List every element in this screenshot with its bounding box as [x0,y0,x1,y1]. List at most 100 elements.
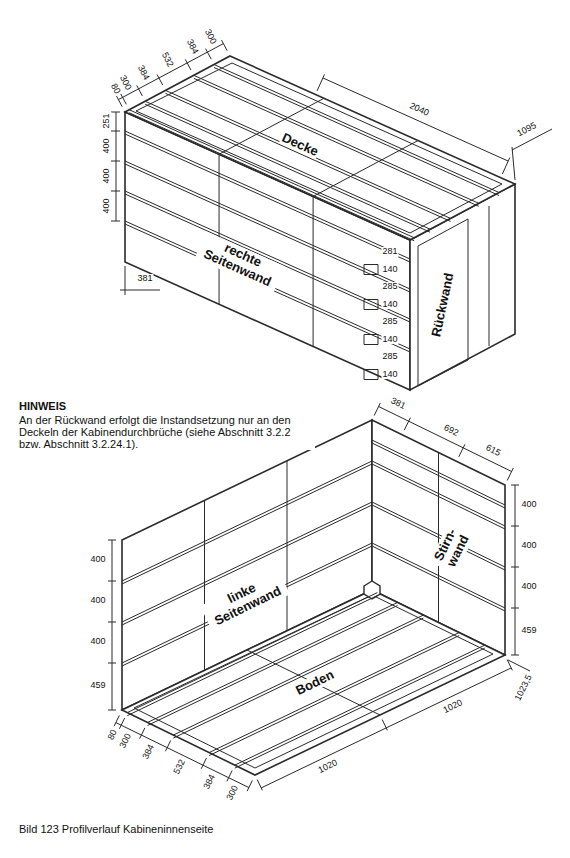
extension-line [459,444,465,457]
floor [122,590,505,775]
ceiling-profile [129,113,414,241]
dimension-line [261,668,511,788]
wall-profile [125,164,410,292]
dimension-line [118,44,223,100]
floor-frame [134,595,493,768]
profile-end-box [364,300,365,310]
extension-line [382,720,387,731]
extension-line [507,660,512,671]
dimension-label: 400 [520,582,537,592]
dimension-line [120,290,160,291]
extension-line [257,780,262,791]
dimension-tick [511,485,519,486]
profile-end-box [364,264,378,265]
dimension-tick [111,221,120,222]
extension-line [117,96,123,107]
dimension-line [116,723,249,788]
wall-profile [125,191,410,319]
dimension-tick [111,131,120,132]
extension-line [374,403,380,416]
extension-line [512,147,515,180]
wall-profile [122,543,372,663]
extension-line [114,715,119,726]
ceiling-crossbar [313,140,418,196]
lower-cabin-view [112,407,530,789]
ceiling-frame [136,63,502,233]
profile-end-box [364,274,378,275]
profile-end-box [378,335,379,345]
extension-line [227,771,232,782]
wall-profile [125,221,410,349]
rear-wall-post [489,206,490,346]
wall-profile [122,461,372,581]
dimension-line [515,485,516,655]
dimension-label: 400 [102,197,112,214]
corner-post [364,581,380,599]
dimension-line [379,407,512,472]
floor-crossbar [247,650,380,715]
dimension-line [508,660,530,671]
wall-post [287,461,288,631]
ceiling-profile [145,101,430,229]
dimension-label: 285 [381,317,398,327]
wall-profile [122,464,372,584]
dimension-tick [108,710,116,711]
part-name: Decke [279,130,322,159]
profile-end-box [364,265,365,275]
dimension-tick [108,540,116,541]
extension-line [206,49,212,60]
dimension-label: 1020 [316,758,340,777]
part-name: rechte Seitenwand [195,231,285,292]
profile-end-box [364,379,378,380]
profile-end-box [364,299,378,300]
dimension-tick [111,161,120,162]
part-name: Stirn-wand [430,522,475,574]
extension-line [185,59,191,70]
figure-caption: Bild 123 Profilverlauf Kabineninnenseite [18,823,214,835]
wall-profile [125,194,410,322]
dimension-line [116,112,117,221]
ceiling-profile [129,110,414,238]
extension-line [317,74,324,90]
dimension-label: 140 [381,370,398,380]
floor-profile [235,648,485,768]
dimension-label: 532 [159,50,176,70]
extension-line [140,728,145,739]
dimension-label: 2040 [407,101,431,119]
dimension-tick [511,608,519,609]
dimension-tick [511,567,519,568]
dimension-label: 1023,5 [513,673,535,704]
dimension-label: 285 [381,352,398,362]
dimension-label: 400 [102,137,112,154]
dimension-tick [108,663,116,664]
dimension-label: 400 [520,500,537,510]
rear-wall-panel [418,219,468,386]
wall-post [313,196,314,346]
extension-line [502,158,509,174]
part-name: Rückwand [429,271,457,340]
dimension-label: 285 [381,282,398,292]
dimension-label: 532 [172,757,188,777]
dimension-line [112,540,113,710]
floor-profile [235,645,485,765]
dimension-label: 140 [381,335,398,345]
dimension-label: 400 [89,637,106,647]
floor-profile [209,636,459,756]
floor-profile [173,618,423,738]
profile-end-box [364,334,378,335]
ceiling-profile [166,90,451,218]
wall-post [438,453,439,623]
extension-line [165,740,170,751]
upper-cabin-view [116,44,552,390]
floor-profile [173,615,423,735]
dimension-label: 251 [102,112,112,129]
dimension-label: 300 [225,783,241,803]
profile-end-box [364,369,378,370]
dimension-tick [108,622,116,623]
ceiling-profile [145,104,430,232]
extension-line [201,758,206,769]
dimension-tick [511,655,519,656]
extension-line [121,94,127,105]
dimension-label: 615 [483,443,503,459]
